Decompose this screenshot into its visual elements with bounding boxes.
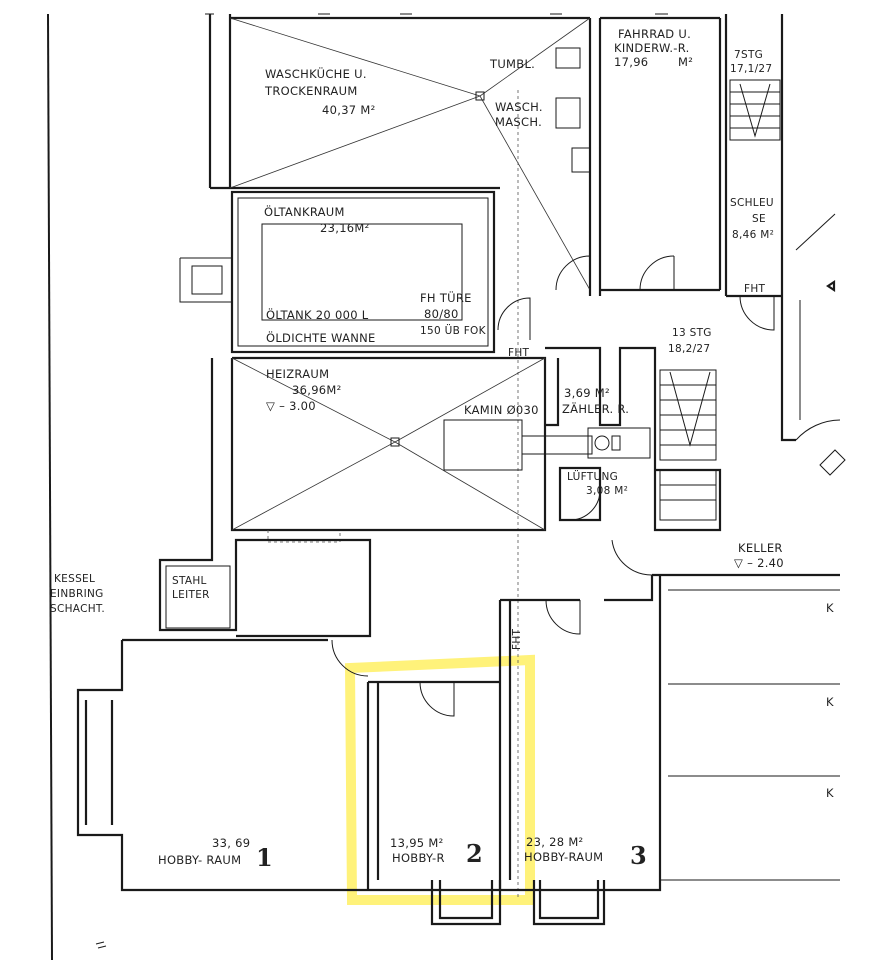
hobby-1-label: HOBBY- RAUM <box>158 853 241 867</box>
fh-tuere-2: 80/80 <box>424 307 459 321</box>
heizraum-level: ▽ – 3.00 <box>266 399 316 413</box>
fh-tuere-1: FH TÜRE <box>420 289 472 305</box>
oeltank-area: 23,16M² <box>320 221 370 235</box>
keller-k-3: K <box>826 786 834 800</box>
waschkueche-label-1: WASCHKÜCHE U. <box>265 65 367 81</box>
hobby-1-area: 33, 69 <box>212 836 250 850</box>
schleuse-area: 8,46 M² <box>732 229 774 241</box>
zaehler-area: 3,69 M² <box>564 386 610 400</box>
waschkueche-label-2: TROCKENRAUM <box>264 84 358 98</box>
right-structure <box>780 213 846 476</box>
fahrrad-area: 17,96 <box>614 55 648 69</box>
page-edge <box>47 13 53 960</box>
hobby-1-number: 1 <box>256 843 273 872</box>
keller-k-1: K <box>826 601 834 615</box>
service-rooms <box>545 346 722 576</box>
keller-label: KELLER <box>738 541 783 555</box>
walls-hobby <box>76 575 840 926</box>
keller-level: ▽ – 2.40 <box>734 556 784 570</box>
lueftung-area: 3,08 M² <box>586 485 628 497</box>
heizraum <box>210 356 593 543</box>
kamin-label: KAMIN Ø030 <box>464 403 539 417</box>
hobby-3-label: HOBBY-RAUM <box>524 850 603 864</box>
oeltank-wanne: ÖLDICHTE WANNE <box>266 329 376 345</box>
fahrrad-unit: M² <box>678 55 693 69</box>
fht-label-2: FHT <box>508 347 530 359</box>
wasch-label-2: MASCH. <box>495 115 542 129</box>
fht-label-1: FHT <box>744 283 766 295</box>
oeltank-label: ÖLTANKRAUM <box>264 203 345 219</box>
oeltank-room <box>179 190 496 354</box>
tumbl-label: TUMBL. <box>489 57 535 71</box>
fahrrad-label-1: FAHRRAD U. <box>618 27 691 41</box>
fht-label-3: FHT <box>511 628 523 650</box>
hobby-3-area: 23, 28 M² <box>526 835 583 849</box>
oeltank-tank: ÖLTANK 20 000 L <box>266 306 369 322</box>
stair-13-label-2: 18,2/27 <box>668 343 710 355</box>
highlight-hobby-room-2 <box>344 654 535 905</box>
kessel-label-3: SCHACHT. <box>50 603 105 615</box>
lueftung-label: LÜFTUNG <box>567 470 618 483</box>
waschkueche-area: 40,37 M² <box>322 103 376 117</box>
kessel-label-1: KESSEL <box>54 573 95 585</box>
stair-7 <box>729 79 781 141</box>
doors-top <box>497 255 775 340</box>
heizraum-label: HEIZRAUM <box>266 367 329 381</box>
hobby-2-area: 13,95 M² <box>390 836 444 850</box>
schleuse-label-1: SCHLEU <box>730 197 774 209</box>
stahl-label-1: STAHL <box>172 575 207 587</box>
stair-7-label-1: 7STG <box>734 49 763 61</box>
fh-tuere-3: 150 ÜB FOK <box>420 324 487 337</box>
hobby-3-number: 3 <box>630 841 647 870</box>
kessel-label-2: EINBRING <box>50 588 104 600</box>
fahrrad-label-2: KINDERW.-R. <box>614 41 690 55</box>
hobby-2-label: HOBBY-R <box>392 851 445 865</box>
heizraum-area: 36,96M² <box>292 383 342 397</box>
hobby-2-number: 2 <box>466 839 483 868</box>
stair-7-label-2: 17,1/27 <box>730 63 772 75</box>
zaehler-label: ZÄHLER. R. <box>562 401 629 416</box>
wasch-label-1: WASCH. <box>495 100 543 114</box>
pencil-mark <box>95 941 107 949</box>
stair-13-label-1: 13 STG <box>672 327 712 339</box>
waschkueche-diagonals <box>229 17 591 900</box>
schleuse-label-2: SE <box>752 213 766 225</box>
keller-k-2: K <box>826 695 834 709</box>
stahl-label-2: LEITER <box>172 589 210 601</box>
walls-middle <box>158 538 840 880</box>
